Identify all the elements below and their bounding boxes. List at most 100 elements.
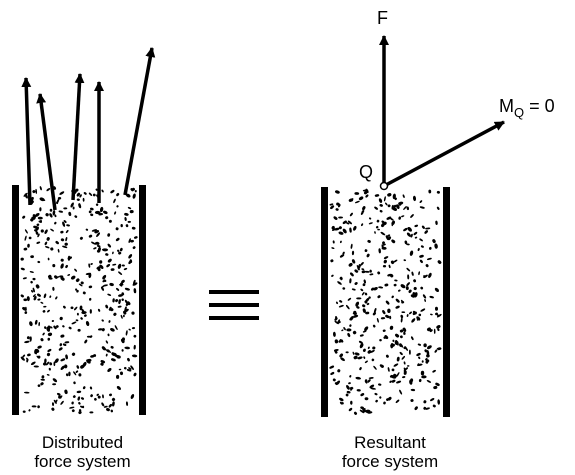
particle-dot bbox=[406, 314, 409, 317]
particle-dot bbox=[127, 357, 130, 362]
particle-dot bbox=[110, 358, 116, 362]
particle-dot bbox=[374, 392, 378, 396]
particle-dot bbox=[130, 394, 135, 399]
particle-dot bbox=[33, 365, 39, 368]
particle-dot bbox=[99, 264, 104, 269]
particle-dot bbox=[361, 268, 365, 271]
particle-dot bbox=[114, 325, 118, 330]
particle-dot bbox=[389, 325, 394, 330]
particle-dot bbox=[354, 269, 359, 273]
particle-dot bbox=[60, 258, 64, 262]
particle-dot bbox=[419, 254, 424, 258]
particle-dot bbox=[376, 317, 379, 323]
particle-dot bbox=[356, 297, 362, 300]
particle-dot bbox=[407, 226, 412, 232]
particle-dot bbox=[75, 188, 79, 192]
particle-dot bbox=[360, 262, 364, 266]
particle-dot bbox=[37, 405, 40, 409]
particle-dot bbox=[74, 306, 78, 311]
particle-dot bbox=[395, 204, 400, 209]
particle-dot bbox=[78, 283, 83, 287]
particle-dot bbox=[395, 298, 400, 303]
particle-dot bbox=[77, 328, 81, 332]
particle-dot bbox=[425, 358, 428, 361]
particle-dot bbox=[402, 327, 407, 332]
resultant-caption-line1: Resultant bbox=[354, 433, 426, 452]
particle-dot bbox=[125, 330, 128, 336]
particle-dot bbox=[348, 382, 351, 385]
particle-dot bbox=[382, 241, 385, 245]
particle-dot bbox=[76, 365, 80, 369]
particle-dot bbox=[382, 265, 387, 268]
particle-dot bbox=[112, 263, 117, 266]
particle-dot bbox=[117, 305, 122, 308]
particle-dot bbox=[124, 299, 128, 305]
particle-dot bbox=[117, 249, 120, 252]
particle-dot bbox=[426, 327, 432, 332]
particle-dot bbox=[101, 346, 106, 351]
particle-dot bbox=[413, 286, 417, 291]
particle-dot bbox=[389, 315, 392, 320]
particle-dot bbox=[118, 251, 122, 255]
particle-dot bbox=[71, 409, 75, 413]
particle-dot bbox=[421, 375, 427, 379]
particle-dot bbox=[57, 393, 61, 396]
particle-dot bbox=[367, 239, 371, 243]
particle-dot bbox=[88, 285, 93, 289]
particle-dot bbox=[352, 330, 357, 335]
particle-dot bbox=[125, 193, 131, 198]
particle-dot bbox=[55, 240, 59, 245]
particle-dot bbox=[349, 375, 352, 378]
particle-dot bbox=[35, 231, 39, 235]
particle-dot bbox=[397, 289, 401, 292]
particle-dot bbox=[393, 204, 397, 208]
particle-dot bbox=[419, 259, 423, 264]
particle-dot bbox=[425, 264, 429, 268]
particle-dot bbox=[123, 267, 128, 271]
particle-dot bbox=[119, 371, 124, 376]
particle-dot bbox=[391, 295, 394, 299]
particle-dot bbox=[355, 376, 361, 380]
particle-dot bbox=[106, 408, 110, 412]
particle-dot bbox=[362, 308, 366, 313]
particle-dot bbox=[51, 402, 55, 406]
particle-dot bbox=[425, 227, 431, 230]
particle-dot bbox=[424, 230, 428, 234]
particle-dot bbox=[383, 259, 387, 264]
particle-dot bbox=[36, 241, 41, 244]
particle-dot bbox=[412, 311, 417, 315]
particle-dot bbox=[377, 295, 381, 299]
particle-dot bbox=[128, 238, 131, 243]
particle-dot bbox=[364, 292, 368, 296]
particle-dot bbox=[47, 325, 51, 330]
particle-dot bbox=[335, 301, 339, 305]
particle-dot bbox=[330, 372, 335, 375]
particle-dot bbox=[48, 274, 52, 279]
particle-dot bbox=[29, 336, 32, 342]
particle-dot bbox=[361, 270, 366, 274]
particle-dot bbox=[109, 393, 112, 397]
particle-dot bbox=[373, 365, 377, 370]
point-label: Q bbox=[359, 162, 373, 182]
particle-dot bbox=[59, 191, 65, 195]
particle-dot bbox=[353, 355, 358, 360]
particle-dot bbox=[401, 355, 405, 360]
particle-dot bbox=[27, 243, 30, 248]
particle-dot bbox=[108, 320, 111, 323]
particle-dot bbox=[55, 325, 59, 328]
particle-dot bbox=[37, 345, 42, 349]
particle-dot bbox=[114, 211, 117, 215]
particle-dot bbox=[410, 294, 416, 298]
particle-dot bbox=[374, 206, 378, 210]
particle-dot bbox=[88, 192, 93, 197]
particle-dot bbox=[51, 319, 55, 323]
particle-dot bbox=[52, 378, 58, 383]
particle-dot bbox=[418, 313, 422, 317]
particle-dot bbox=[416, 316, 421, 321]
particle-dot bbox=[54, 221, 57, 225]
particle-dot bbox=[362, 330, 367, 333]
particle-dot bbox=[22, 277, 27, 280]
particle-dot bbox=[339, 397, 344, 402]
particle-dot bbox=[63, 207, 68, 210]
particle-dot bbox=[379, 209, 383, 213]
